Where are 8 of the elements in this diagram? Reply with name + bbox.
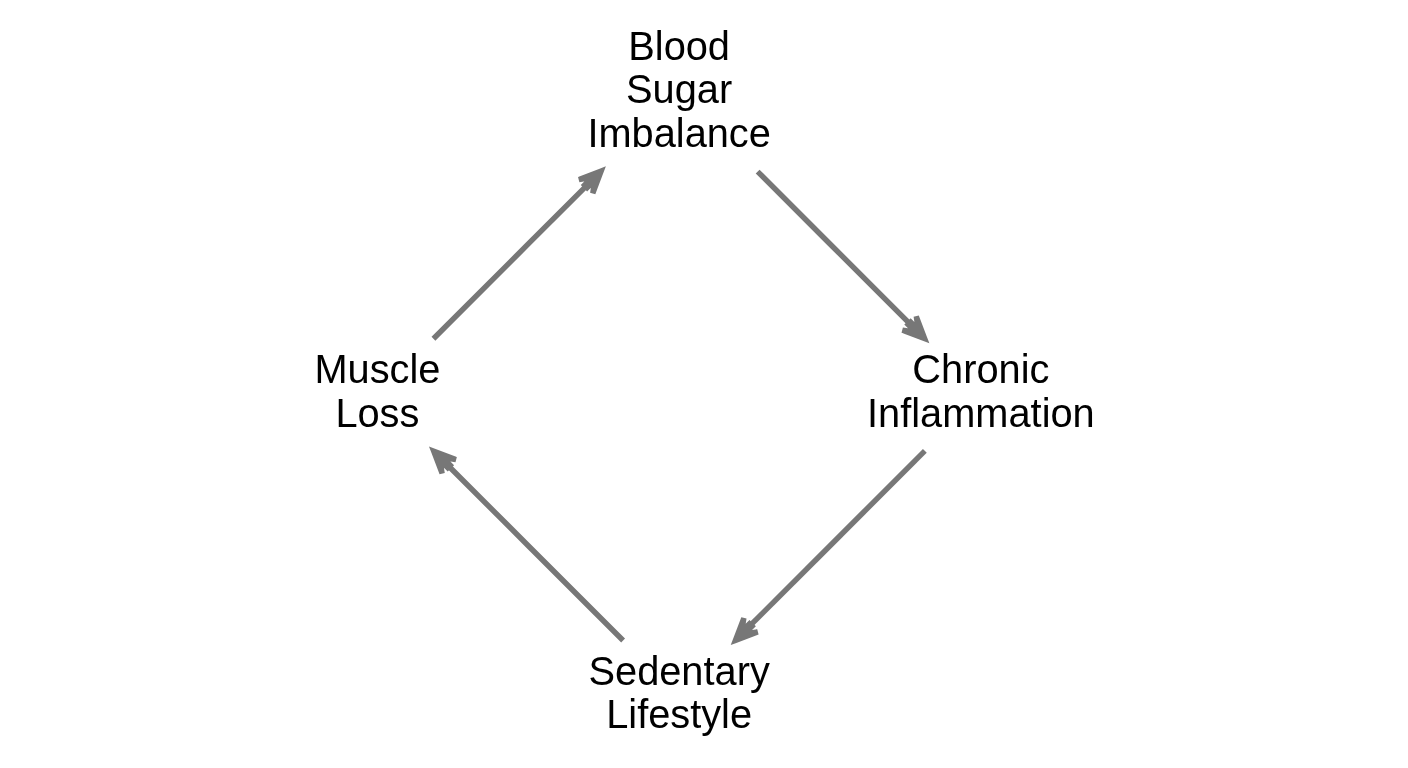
node-text: Blood Sugar Imbalance (587, 23, 771, 155)
arrow (755, 169, 928, 342)
arrow (430, 448, 625, 643)
arrow (431, 168, 604, 341)
node-text: Sedentary Lifestyle (588, 649, 770, 737)
node-text: Muscle Loss (314, 347, 441, 435)
arrow (732, 448, 927, 644)
node-text: Chronic Inflammation (867, 347, 1095, 435)
